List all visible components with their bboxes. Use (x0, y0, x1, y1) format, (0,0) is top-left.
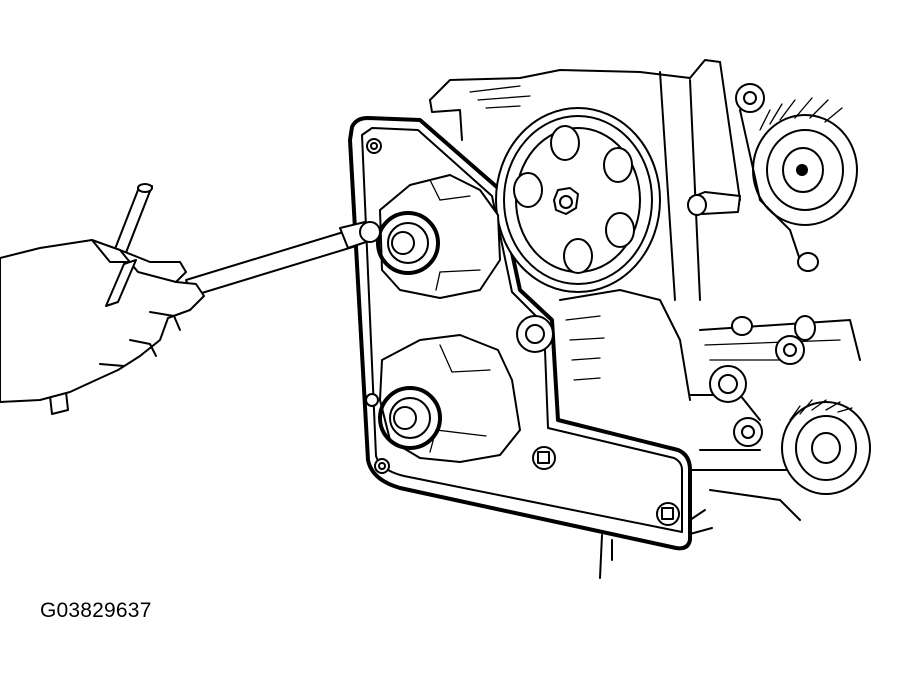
tensioner-pulley (735, 83, 858, 261)
upper-sprocket (376, 174, 501, 299)
technician-hand (0, 239, 205, 403)
timing-cover-plate (348, 116, 713, 551)
idler-pulley (781, 399, 871, 495)
lower-sprocket (365, 334, 521, 463)
block-bolts (687, 191, 819, 447)
figure-code: G03829637 (40, 599, 152, 622)
crank-pulley (495, 107, 661, 293)
mount-bracket (516, 289, 691, 401)
